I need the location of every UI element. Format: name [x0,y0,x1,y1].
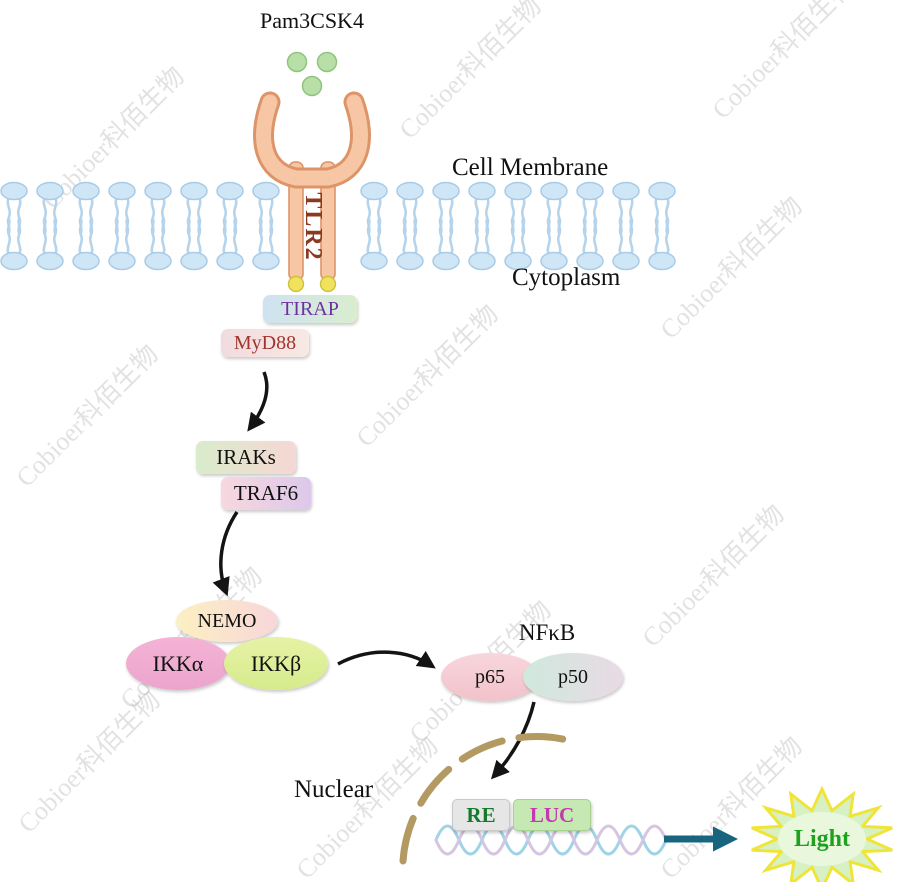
ikk-alpha-node: IKKα [126,637,230,690]
receptor-tail-dot [319,275,337,293]
light-label: Light [793,826,850,852]
traf6-node: TRAF6 [221,477,311,510]
receptor-tail-dot [287,275,305,293]
nemo-node: NEMO [176,600,278,642]
tlr2-label: TLR2 [300,192,326,262]
response-element-node: RE [452,799,510,831]
luciferase-node: LUC [513,799,591,831]
p65-node: p65 [441,653,539,701]
myd88-node: MyD88 [221,329,309,357]
iraks-node: IRAKs [196,441,296,474]
pam3csk4-ligand-molecules [286,51,338,97]
tirap-node: TIRAP [263,295,357,323]
cell-membrane-label: Cell Membrane [452,154,609,181]
tlr2-receptor-shape [253,91,371,293]
cell-membrane-lipids [0,181,677,271]
arrow-ikk-to-nfkb [337,650,436,669]
light-starburst-glow [778,812,866,866]
arrow-myd88-to-iraks [247,371,269,432]
cytoplasm-label: Cytoplasm [512,264,621,291]
nuclear-membrane-arc [399,733,575,865]
nuclear-label: Nuclear [294,776,374,803]
ligand-label: Pam3CSK4 [260,8,364,33]
ikk-beta-node: IKKβ [224,637,328,690]
arrow-traf6-to-nemo [212,511,239,597]
p50-node: p50 [523,653,623,701]
nfkb-label: NFκB [518,620,576,645]
